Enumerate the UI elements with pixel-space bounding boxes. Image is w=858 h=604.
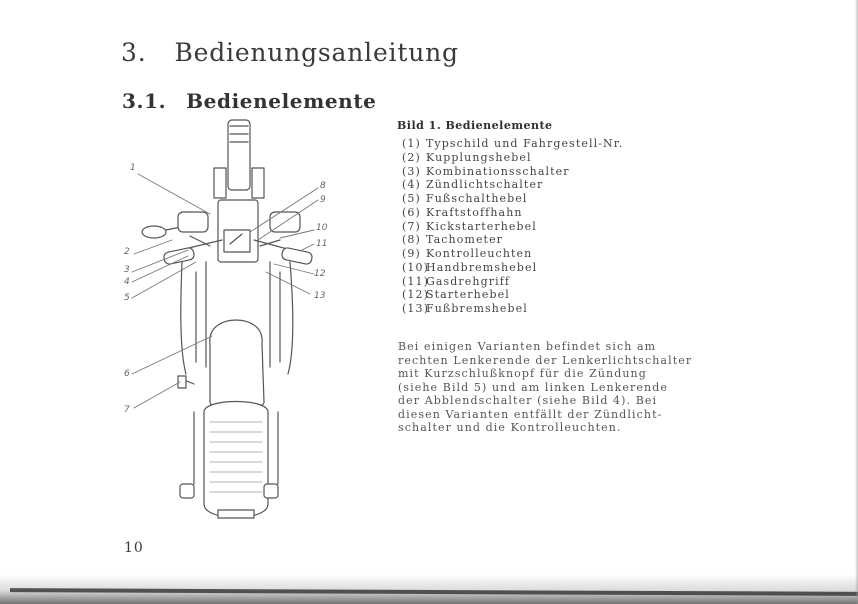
callout-10: 10 (316, 223, 328, 233)
chapter-title: Bedienungsanleitung (174, 38, 459, 67)
callout-7: 7 (124, 405, 130, 415)
legend-number: (11) (402, 274, 429, 288)
page-right-edge (855, 0, 858, 604)
legend-label: Gasdrehgriff (426, 274, 511, 288)
callout-12: 12 (314, 269, 326, 279)
note-line: Bei einigen Varianten befindet sich am (398, 340, 657, 353)
callout-1: 1 (130, 163, 136, 173)
legend-label: Typschild und Fahrgestell-Nr. (426, 137, 624, 150)
figure-caption: Bild 1. Bedienelemente (397, 119, 553, 132)
note-line: schalter und die Kontrolleuchten. (398, 421, 622, 434)
callout-11: 11 (316, 239, 328, 249)
callout-4: 4 (124, 277, 130, 287)
legend-number: (12) (402, 288, 429, 302)
legend-number: (4) (402, 178, 421, 192)
callout-9: 9 (320, 195, 326, 205)
legend-item: (3) Kombinationsschalter (402, 165, 624, 179)
legend-number: (6) (402, 205, 421, 219)
legend-number: (5) (402, 192, 421, 205)
chapter-number: 3. (121, 38, 147, 67)
legend-label: Starterhebel (426, 288, 510, 302)
legend-label: Handbremshebel (426, 260, 538, 274)
callout-3: 3 (124, 265, 130, 275)
legend-number: (9) (402, 247, 421, 260)
legend-number: (3) (402, 164, 421, 178)
legend-label: Kupplungshebel (426, 150, 532, 164)
callout-5: 5 (124, 293, 130, 303)
callout-13: 13 (314, 291, 326, 301)
legend-item: (7) Kickstarterhebel (402, 220, 624, 234)
section-heading: 3.1. Bedienelemente (122, 89, 377, 113)
legend-item: (1) Typschild und Fahrgestell-Nr. (402, 137, 624, 151)
section-number: 3.1. (122, 89, 167, 113)
callout-6: 6 (124, 369, 130, 379)
legend-label: Kombinationsschalter (426, 164, 570, 178)
legend-number: (8) (402, 233, 421, 247)
legend-number: (7) (402, 219, 421, 233)
note-line: (siehe Bild 5) und am linken Lenkerende (398, 380, 668, 394)
legend-item: (8) Tachometer (402, 233, 624, 247)
note-line: mit Kurzschlußknopf für die Zündung (398, 367, 647, 380)
section-title: Bedienelemente (186, 89, 377, 113)
legend-item: (4) Zündlichtschalter (402, 178, 624, 192)
legend-item: (6) Kraftstoffhahn (402, 206, 624, 220)
legend-number: (1) (402, 137, 421, 150)
callout-8: 8 (320, 181, 326, 191)
legend-label: Kraftstoffhahn (426, 205, 523, 219)
legend-item: (2) Kupplungshebel (402, 151, 624, 165)
chapter-heading: 3. Bedienungsanleitung (121, 38, 459, 67)
legend-item: (11)Gasdrehgriff (402, 275, 624, 289)
legend-label: Kickstarterhebel (426, 219, 537, 233)
callout-2: 2 (124, 247, 130, 257)
legend-label: Fußschalthebel (426, 192, 528, 205)
legend-item: (9) Kontrolleuchten (402, 247, 624, 261)
legend-item: (12)Starterhebel (402, 288, 624, 302)
legend-item: (5) Fußschalthebel (402, 192, 624, 206)
legend-label: Fußbremshebel (426, 302, 528, 315)
motorcycle-figure: 1 2 3 4 5 6 7 8 9 10 11 12 13 (110, 112, 350, 542)
legend-number: (13) (402, 302, 429, 315)
motorcycle-top-view-drawing (131, 119, 319, 519)
figure-legend: (1) Typschild und Fahrgestell-Nr. (2) Kupp… (402, 137, 624, 316)
page-number: 10 (124, 540, 144, 556)
legend-number: (2) (402, 150, 421, 164)
legend-label: Zündlichtschalter (426, 178, 544, 192)
legend-item: (13)Fußbremshebel (402, 302, 624, 316)
legend-item: (10)Handbremshebel (402, 261, 624, 275)
legend-label: Tachometer (426, 233, 504, 247)
legend-number: (10) (402, 260, 429, 274)
legend-label: Kontrolleuchten (426, 247, 533, 260)
note-line: rechten Lenkerende der Lenkerlichtschalt… (398, 353, 693, 367)
note-line: diesen Varianten entfällt der Zündlicht- (398, 407, 663, 421)
note-line: der Abblendschalter (siehe Bild 4). Bei (398, 394, 658, 407)
variants-note: Bei einigen Varianten befindet sich am r… (398, 340, 728, 435)
